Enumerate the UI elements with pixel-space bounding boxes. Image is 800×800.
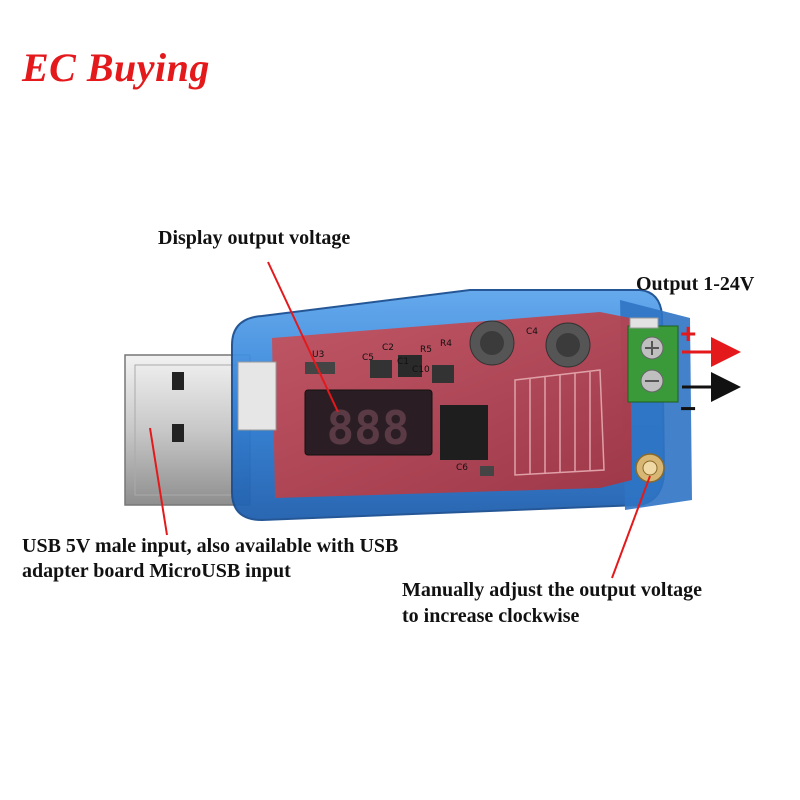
output-callout: Output 1-24V bbox=[636, 273, 755, 295]
silk-r5: R5 bbox=[420, 345, 432, 355]
display-digits: 888 bbox=[326, 401, 409, 455]
display-pointer-line bbox=[267, 261, 339, 413]
terminal-block bbox=[627, 317, 679, 403]
silk-c5: C5 bbox=[362, 353, 374, 363]
usb-callout-line-1: USB 5V male input, also available with U… bbox=[22, 535, 399, 557]
potentiometer bbox=[635, 453, 665, 483]
pcb-board: U3 C5 C2 R5 R4 C1 C10 C4 C6 bbox=[237, 312, 632, 498]
display-callout: Display output voltage bbox=[158, 227, 351, 249]
positive-sign: + bbox=[680, 318, 697, 349]
usb-hole-icon bbox=[172, 372, 184, 390]
silk-c2: C2 bbox=[382, 343, 394, 353]
usb-plug bbox=[124, 354, 251, 506]
silk-c6: C6 bbox=[456, 463, 468, 473]
usb-hole-icon bbox=[172, 424, 184, 442]
adjust-callout-line-1: Manually adjust the output voltage bbox=[402, 579, 703, 601]
silk-c1: C1 bbox=[397, 357, 409, 367]
usb-callout-line-2: adapter board MicroUSB input bbox=[22, 560, 291, 582]
seven-segment-display: 888 bbox=[304, 389, 433, 456]
negative-sign: − bbox=[680, 393, 697, 424]
silk-r4: R4 bbox=[440, 339, 452, 349]
silk-c10: C10 bbox=[412, 365, 430, 375]
silk-u3: U3 bbox=[312, 350, 324, 360]
adjust-callout-line-2: to increase clockwise bbox=[402, 605, 580, 627]
chip-u3 bbox=[305, 362, 335, 374]
chip-main bbox=[440, 405, 488, 460]
adjust-pointer-line bbox=[611, 475, 651, 579]
silk-c4: C4 bbox=[526, 327, 538, 337]
usb-pointer-line bbox=[149, 427, 168, 536]
brand-logo: EC Buying bbox=[22, 45, 210, 90]
